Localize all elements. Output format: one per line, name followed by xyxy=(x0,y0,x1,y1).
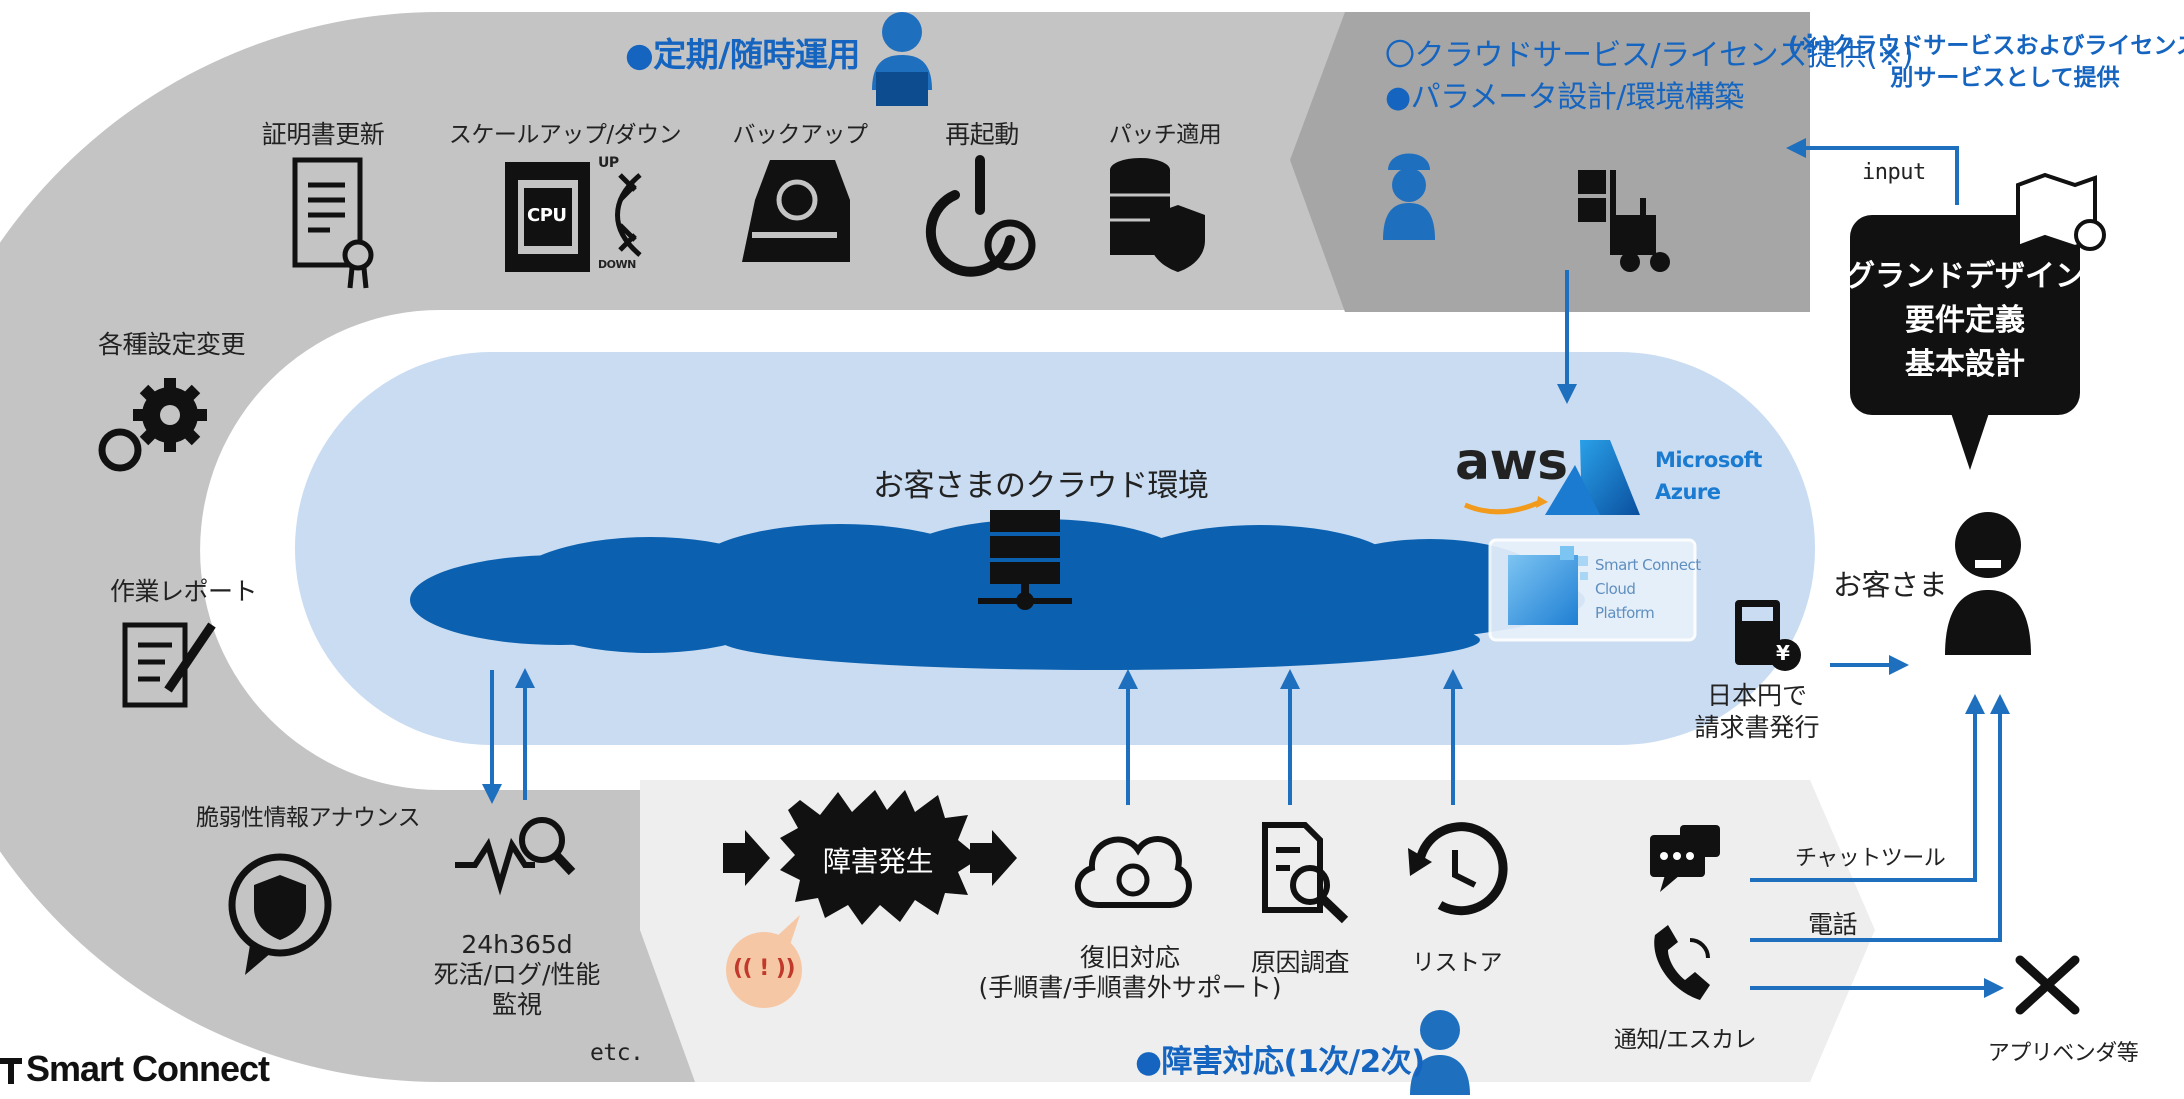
settings-label: 各種設定変更 xyxy=(98,330,246,359)
aws-logo: aws xyxy=(1455,432,1568,492)
flow-arrows xyxy=(723,830,1017,886)
grand-design-line3: 基本設計 xyxy=(1905,347,2025,382)
operator-person-icon xyxy=(872,12,932,106)
cloud-shape xyxy=(410,519,1585,670)
cause-label: 原因調査 xyxy=(1250,948,1350,977)
billing-line1: 日本円で xyxy=(1706,681,1808,710)
monitor-line2: 死活/ログ/性能 xyxy=(433,960,601,989)
calculator-icon xyxy=(1735,600,1801,671)
customer-label: お客さま xyxy=(1833,568,1948,602)
license-note-line2: 別サービスとして提供 xyxy=(1890,65,2120,91)
cloud-env-title: お客さまのクラウド環境 xyxy=(873,468,1209,504)
monitor-label: 24h365d 死活/ログ/性能 監視 xyxy=(434,930,601,1020)
backup-icon xyxy=(742,160,850,262)
chat-label: チャットツール xyxy=(1795,846,1946,871)
vulnerability-shield-icon xyxy=(228,853,332,975)
yen-glyph: ¥ xyxy=(1776,641,1790,665)
engineer-icon xyxy=(1383,153,1435,240)
map-icon xyxy=(2016,172,2106,251)
restart-icon xyxy=(925,155,1036,277)
customer-person-icon xyxy=(1945,512,2031,655)
alert-glyph: (( ! )) xyxy=(732,956,796,981)
chat-icon xyxy=(1650,825,1720,892)
vuln-label: 脆弱性情報アナウンス xyxy=(196,805,421,831)
patch-icon xyxy=(1110,158,1205,272)
burst-label: 障害発生 xyxy=(822,845,934,878)
cpu-icon xyxy=(505,162,642,272)
cloud-service-line1: 〇クラウドサービス/ライセンス提供(※) xyxy=(1385,38,1914,73)
cpu-down-label: DOWN xyxy=(598,258,636,271)
alert-circle xyxy=(726,932,802,1008)
aws-smile-icon xyxy=(1464,499,1542,515)
regular-ops-heading: ●定期/随時運用 xyxy=(625,35,860,74)
scp-line3: Platform xyxy=(1595,604,1655,622)
azure-logo-icon xyxy=(1545,440,1640,515)
billing-label: 日本円で 請求書発行 xyxy=(1694,680,1819,744)
restore-clock-icon xyxy=(1408,822,1508,916)
support-person-icon xyxy=(1410,1010,1470,1095)
license-note-line1: (※)クラウドサービスおよびライセンスは xyxy=(1788,33,2184,59)
restore-label: リストア xyxy=(1412,950,1503,976)
monitor-line1: 24h365d xyxy=(461,930,573,959)
smartconnect-logo-icon xyxy=(0,1058,22,1084)
scp-logo-icon xyxy=(1508,546,1588,625)
license-note: (※)クラウドサービスおよびライセンスは 別サービスとして提供 xyxy=(1788,30,2184,94)
grand-design-text: グランドデザイン 要件定義 基本設計 xyxy=(1845,255,2085,387)
restart-label: 再起動 xyxy=(945,120,1019,149)
cpu-up-label: UP xyxy=(598,155,619,171)
cloud-service-line2: ●パラメータ設計/環境構築 xyxy=(1385,80,1744,115)
vendor-tools-icon xyxy=(2015,955,2080,1015)
vendor-label: アプリベンダ等 xyxy=(1987,1041,2139,1066)
etc-label: etc. xyxy=(590,1040,644,1066)
recovery-label: 復旧対応 (手順書/手順書外サポート) xyxy=(979,943,1282,1003)
notify-label: 通知/エスカレ xyxy=(1613,1027,1757,1053)
phone-label: 電話 xyxy=(1808,910,1858,939)
arrows xyxy=(482,138,2010,998)
incident-burst xyxy=(780,790,980,925)
report-label: 作業レポート xyxy=(110,577,258,606)
incident-heading: ●障害対応(1次/2次) xyxy=(1135,1044,1425,1080)
certificate-icon xyxy=(292,157,374,289)
recovery-line2: (手順書/手順書外サポート) xyxy=(978,973,1282,1002)
forklift-icon xyxy=(1578,170,1670,272)
server-icon xyxy=(978,510,1072,610)
grand-design-line2: 要件定義 xyxy=(1905,303,2025,338)
scale-label: スケールアップ/ダウン xyxy=(448,122,682,148)
input-label: input xyxy=(1862,160,1926,185)
report-icon xyxy=(122,622,216,708)
cause-analysis-icon xyxy=(1262,822,1349,924)
brand-logo: Smart Connect xyxy=(26,1048,270,1089)
scp-line1: Smart Connect xyxy=(1595,556,1701,574)
scp-line2: Cloud xyxy=(1595,580,1636,598)
ms-azure-line1: Microsoft xyxy=(1655,448,1762,472)
patch-label: パッチ適用 xyxy=(1108,122,1222,148)
billing-line2: 請求書発行 xyxy=(1694,713,1820,742)
monitor-icon xyxy=(455,817,576,896)
gear-icon xyxy=(98,378,207,472)
phone-icon xyxy=(1654,925,1710,1000)
backup-label: バックアップ xyxy=(732,122,869,148)
recovery-cloud-icon xyxy=(1074,836,1192,908)
cpu-text: CPU xyxy=(527,205,567,226)
grand-design-bubble xyxy=(1850,215,2080,470)
ms-azure-line2: Azure xyxy=(1655,480,1721,504)
monitor-line3: 監視 xyxy=(491,990,543,1019)
recovery-line1: 復旧対応 xyxy=(1079,943,1180,972)
cert-renew-label: 証明書更新 xyxy=(261,120,385,149)
grand-design-line1: グランドデザイン xyxy=(1845,259,2085,294)
